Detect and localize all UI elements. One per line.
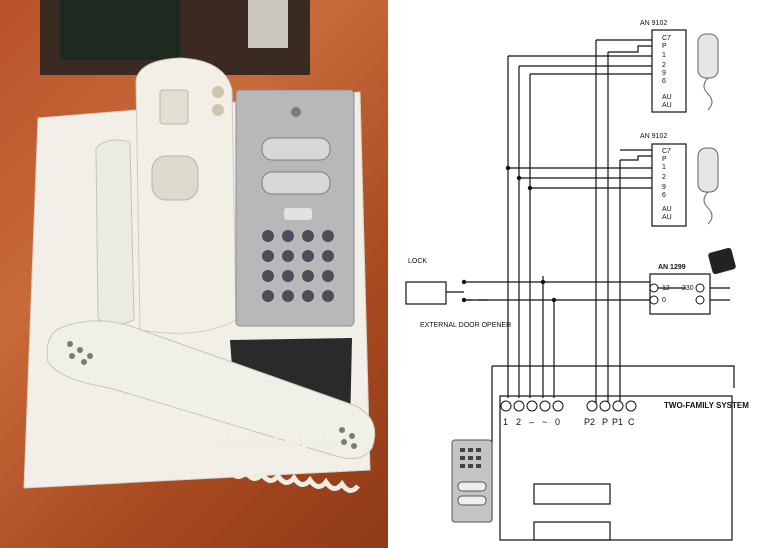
unit-mid-terminal: P (662, 156, 667, 163)
unit-top-terminal: 1 (662, 52, 666, 59)
unit-mid-box (651, 143, 687, 227)
unit-top-terminal: C7 (662, 35, 671, 42)
panel-terminal-label: ~ (542, 417, 548, 427)
panel-terminal-label: C (628, 417, 635, 427)
unit-top-model: AN 9102 (640, 20, 668, 27)
wiring-lines (405, 29, 736, 541)
unit-mid-terminal: AU (662, 214, 672, 221)
panel-screw-4 (539, 400, 551, 412)
brand-badge (284, 208, 312, 220)
unit-top-terminal: 6 (662, 78, 666, 85)
unit-top-terminal: AU (662, 94, 672, 101)
handset-earpiece-holes (67, 341, 93, 365)
name-plate-2 (261, 171, 331, 195)
panel-terminal-label: P1 (612, 417, 624, 427)
keypad (262, 230, 334, 302)
unit-mid-terminal: AU (662, 206, 672, 213)
handset-upright (95, 139, 135, 325)
handset-lying (46, 320, 376, 460)
panel-screw-6 (586, 400, 598, 412)
panel-screw-1 (500, 400, 512, 412)
unit-top-terminal: 9 (662, 70, 666, 77)
power-box (649, 273, 711, 315)
mains-plug-icon (708, 247, 736, 275)
unit-top-terminal: AU (662, 102, 672, 109)
lock-label: LOCK (408, 258, 428, 265)
interphone-button-1 (212, 86, 224, 98)
door-panel-thumbnail (451, 439, 493, 523)
panel-screw-8 (612, 400, 624, 412)
unit-mid-terminal: C7 (662, 148, 671, 155)
panel-terminal-label: P (602, 417, 609, 427)
panel-frame (491, 365, 735, 520)
wiring-diagram: AN 9102 C7 P 1 2 9 6 AU AU AN 9102 C7 P … (388, 0, 776, 548)
panel-box (499, 395, 733, 541)
intercom-kit-illustration (23, 0, 376, 493)
door-opener-label: EXTERNAL DOOR OPENER (420, 322, 512, 329)
unit-mid-terminal: 2 (662, 174, 666, 181)
handset-mouthpiece-holes (339, 427, 357, 449)
panel-slot-2 (533, 521, 611, 541)
box-window (60, 0, 180, 60)
unit-mid-terminal: 9 (662, 184, 666, 191)
handset-icon-top (697, 33, 719, 111)
unit-top-terminal: 2 (662, 62, 666, 69)
unit-top-box (651, 29, 687, 113)
power-screw-230a (695, 283, 705, 293)
panel-slot-1 (533, 483, 611, 505)
panel-screw-7 (599, 400, 611, 412)
power-screw-230b (695, 295, 705, 305)
unit-top-terminal: P (662, 43, 667, 50)
power-terminal-0: 0 (662, 297, 666, 304)
speaker-grille (151, 155, 199, 201)
coiled-cord (213, 435, 360, 493)
product-photo (0, 0, 388, 548)
system-title: TWO-FAMILY SYSTEM (664, 401, 749, 410)
unit-mid-terminal: 1 (662, 164, 666, 171)
power-screw-0 (649, 295, 659, 305)
hook-slot (159, 89, 189, 125)
panel-screw-9 (625, 400, 637, 412)
lock-body (405, 281, 447, 305)
panel-terminal-label: P2 (584, 417, 596, 427)
handset-icon-mid (697, 147, 719, 225)
power-screw-12 (649, 283, 659, 293)
unit-mid-terminal: 6 (662, 192, 666, 199)
name-plate-1 (261, 137, 331, 161)
box-keypad-picture (248, 0, 288, 48)
panel-terminal-label: 0 (555, 417, 561, 427)
panel-screw-2 (513, 400, 525, 412)
interphone-button-2 (212, 104, 224, 116)
panel-terminal-label: 1 (503, 417, 509, 427)
panel-screw-5 (552, 400, 564, 412)
power-model: AN 1299 (658, 264, 686, 271)
power-terminal-12: 12 (662, 285, 670, 292)
door-panel-camera-icon (291, 107, 301, 117)
power-terminal-230: 230 (682, 285, 694, 292)
panel-terminal-label: – (529, 417, 535, 427)
unit-mid-model: AN 9102 (640, 133, 668, 140)
panel-terminal-label: 2 (516, 417, 522, 427)
panel-screw-3 (526, 400, 538, 412)
